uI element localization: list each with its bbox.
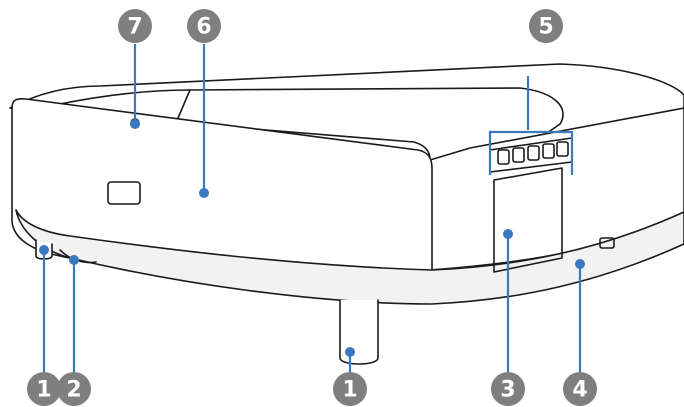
button[interactable]	[556, 141, 569, 157]
svg-text:1: 1	[342, 378, 357, 403]
callout-5: 5	[529, 9, 563, 43]
svg-text:5: 5	[538, 15, 553, 40]
callout-7: 7	[118, 9, 152, 43]
svg-text:6: 6	[196, 15, 211, 40]
front-window	[107, 181, 141, 205]
callout-2: 2	[57, 372, 91, 406]
callout-6: 6	[187, 9, 221, 43]
security-slot-shape	[599, 237, 615, 249]
button[interactable]	[527, 145, 540, 161]
button[interactable]	[542, 143, 555, 159]
projector-body	[9, 63, 684, 365]
base	[15, 209, 684, 305]
callout-3: 3	[491, 372, 525, 406]
callout-1-front: 1	[333, 372, 367, 406]
svg-text:1: 1	[36, 378, 51, 403]
svg-text:7: 7	[127, 15, 142, 40]
callout-1-rear: 1	[27, 372, 61, 406]
svg-text:4: 4	[572, 378, 587, 403]
svg-text:2: 2	[66, 378, 81, 403]
button[interactable]	[512, 147, 525, 163]
svg-text:3: 3	[500, 378, 515, 403]
button[interactable]	[497, 149, 510, 165]
callout-4: 4	[563, 372, 597, 406]
callouts: 7 6 5 1 2 1 3 4	[27, 9, 597, 406]
side-cover-panel	[493, 167, 563, 273]
leader-lines	[42, 44, 582, 378]
leader-dots	[39, 119, 585, 357]
